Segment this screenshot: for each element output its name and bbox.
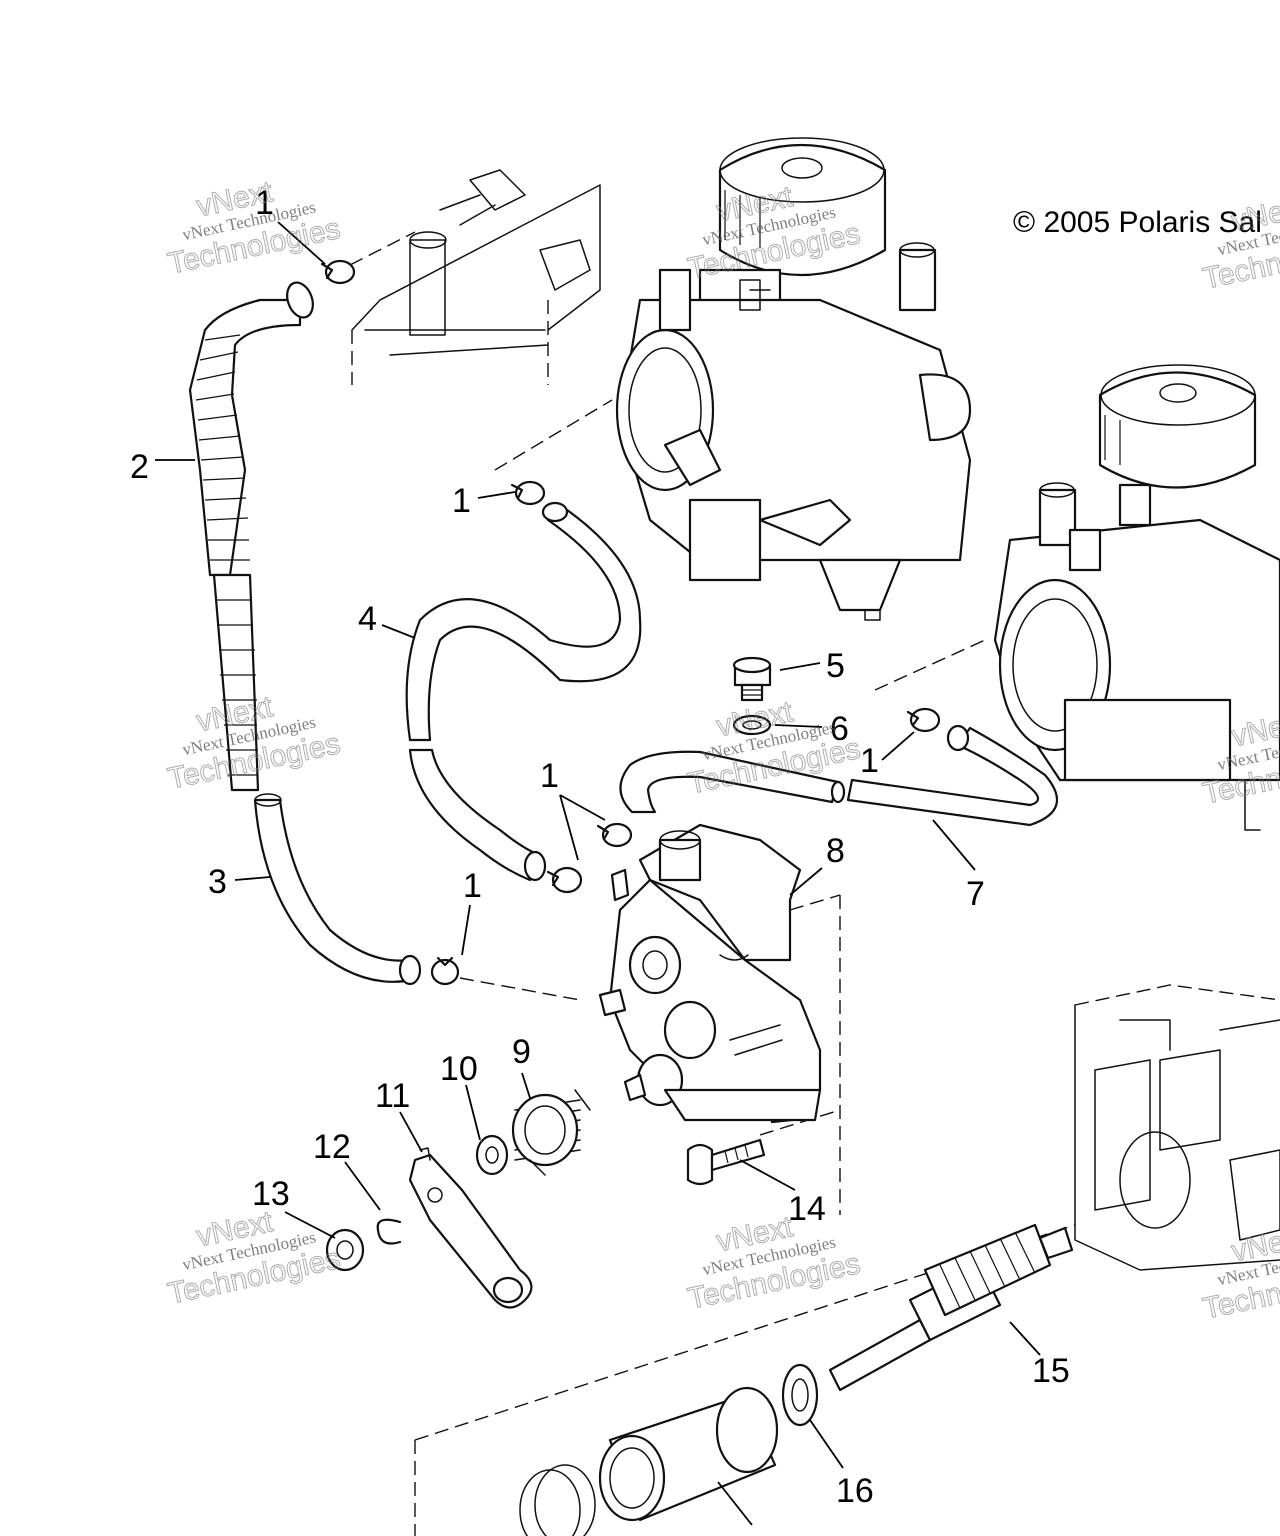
hose-7: [619, 724, 1058, 827]
callout-5: 5: [826, 647, 845, 685]
carburetor-lower: [993, 364, 1280, 831]
callout-1-pump-b: 1: [463, 867, 482, 905]
callout-12: 12: [313, 1128, 351, 1166]
leader-lines: [155, 221, 1041, 1526]
clamp-right: [906, 707, 941, 733]
watermark: vNext vNext Technologies Technologies: [1199, 1220, 1280, 1327]
crankcase-bottom-right: [1074, 984, 1280, 1271]
clamp-top: [320, 259, 356, 285]
banjo-bolt-5: [732, 656, 772, 702]
callout-2: 2: [130, 448, 149, 486]
lever-11: [408, 1147, 533, 1309]
callout-1-pump-a: 1: [540, 757, 559, 795]
callout-15: 15: [1032, 1352, 1070, 1390]
hose-spiral-2: [188, 281, 314, 792]
clamp-pump-c: [430, 956, 460, 986]
nut-13: [325, 1228, 365, 1272]
callout-16: 16: [836, 1472, 874, 1510]
hose-3: [253, 793, 422, 986]
callout-9: 9: [512, 1033, 531, 1071]
watermark: vNext vNext Technologies Technologies: [1199, 190, 1280, 297]
sleeve-17: [519, 1386, 779, 1536]
watermark: vNext vNext Technologies Technologies: [164, 1205, 343, 1312]
washer-16: [781, 1363, 819, 1427]
carburetor-upper: [615, 137, 972, 621]
callout-3: 3: [208, 863, 227, 901]
callout-1-carb: 1: [452, 482, 471, 520]
screw-14: [686, 1138, 766, 1186]
callout-6: 6: [830, 710, 849, 748]
watermark: vNext vNext Technologies Technologies: [684, 1210, 863, 1317]
clamp-carb: [510, 480, 546, 506]
callout-7: 7: [966, 875, 985, 913]
callout-1-right: 1: [860, 742, 879, 780]
clamp-pump-b: [546, 866, 583, 894]
callout-14: 14: [788, 1190, 826, 1228]
spring-9: [511, 1089, 591, 1176]
callout-numbers: 1 2 1 4 5 6 1 1 8 3 1 7 9 10 11 12 13 14…: [130, 184, 1070, 1536]
crankcase-top-left: [351, 169, 601, 385]
callout-17: 17: [745, 1530, 783, 1536]
oil-pump-body: [598, 823, 822, 1124]
callout-1-top: 1: [255, 184, 274, 222]
washer-10: [475, 1134, 509, 1176]
clip-12: [376, 1218, 402, 1245]
copyright-notice: © 2005 Polaris Sal: [1013, 206, 1262, 239]
clamps: [320, 259, 941, 986]
callout-11: 11: [375, 1077, 410, 1115]
clamp-pump-a: [596, 822, 633, 848]
callout-13: 13: [252, 1175, 290, 1213]
drive-shaft-15: [828, 1223, 1074, 1392]
callout-8: 8: [826, 832, 845, 870]
callout-4: 4: [358, 600, 377, 638]
watermark: vNext vNext Technologies Technologies: [164, 690, 343, 797]
washer-6: [732, 714, 772, 736]
watermark: vNext vNext Technologies Technologies: [164, 175, 343, 282]
callout-10: 10: [440, 1050, 478, 1088]
hose-4: [405, 501, 642, 882]
